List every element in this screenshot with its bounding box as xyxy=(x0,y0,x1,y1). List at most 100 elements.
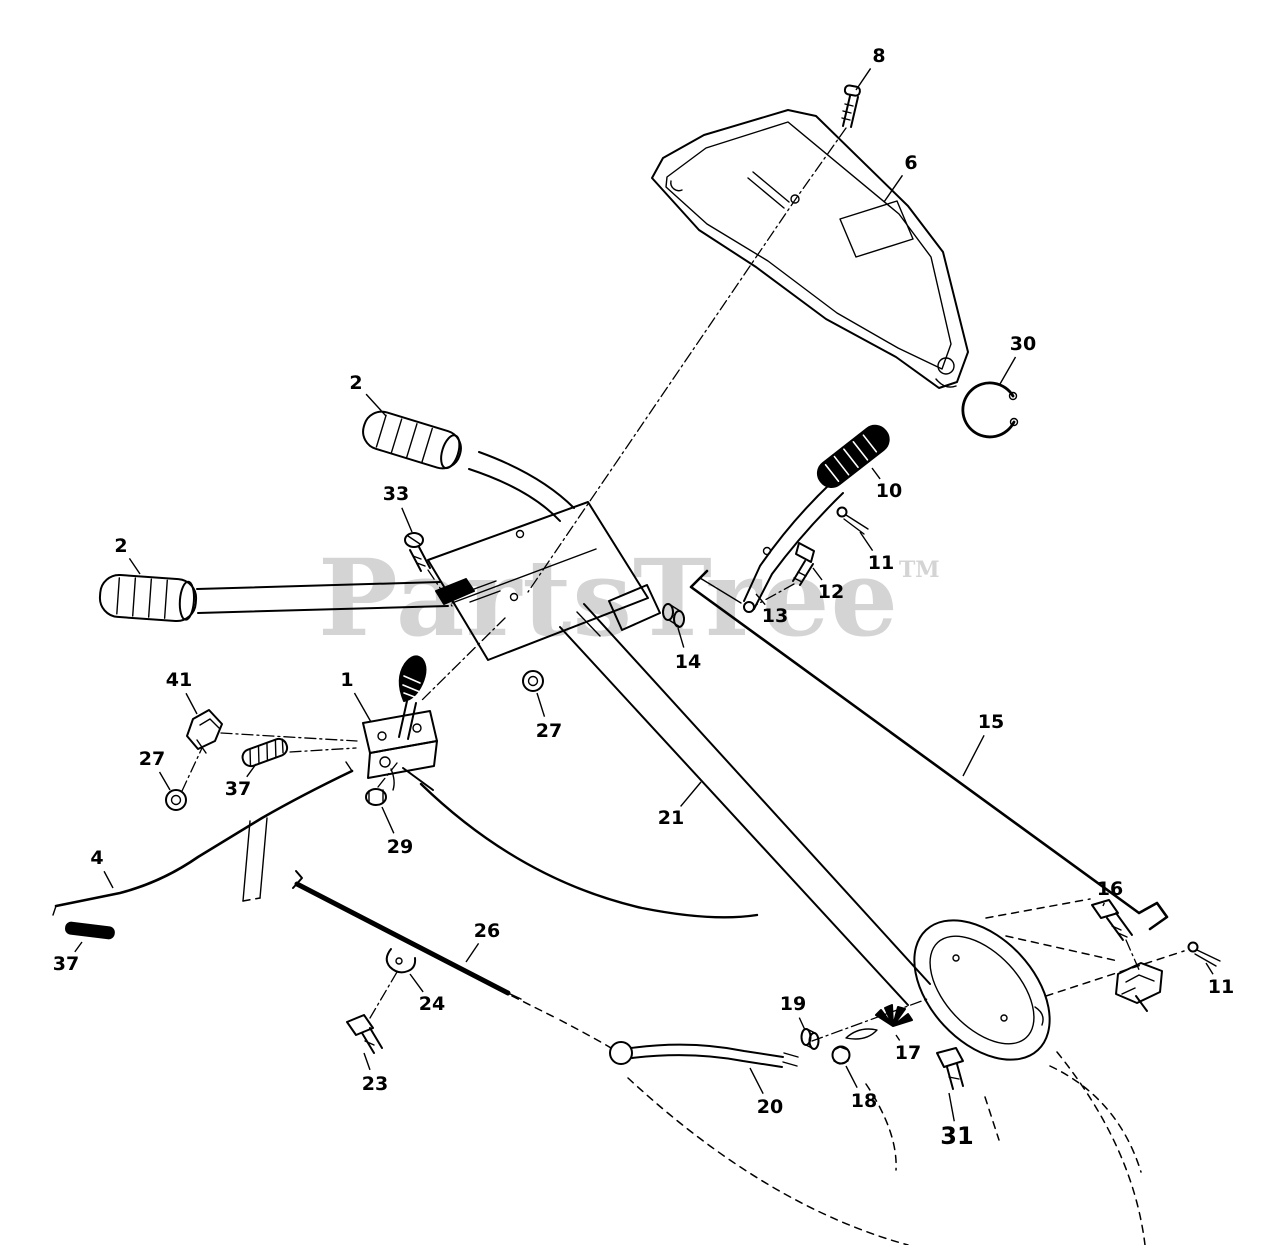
callout-leader-41-11 xyxy=(185,692,198,715)
clamp-bracket-right xyxy=(1115,962,1163,1012)
callout-16-20: 16 xyxy=(1097,878,1123,900)
callout-leader-15-13 xyxy=(962,734,985,777)
callout-leader-24-24 xyxy=(409,973,424,993)
callout-4-19: 4 xyxy=(90,847,103,869)
centerline-screw-33 xyxy=(427,569,453,607)
centerline-19-housing xyxy=(811,997,931,1042)
callout-leader-31-30 xyxy=(948,1092,955,1122)
handlebar-bracket xyxy=(427,501,661,661)
throttle-cable-26 xyxy=(292,870,522,1000)
callout-26-21: 26 xyxy=(474,920,500,942)
callout-15-13: 15 xyxy=(978,711,1004,733)
callout-8-0: 8 xyxy=(872,45,885,67)
callout-leader-14-10 xyxy=(677,627,685,648)
spacer-14 xyxy=(662,603,685,628)
callout-14-10: 14 xyxy=(675,651,701,673)
callout-29-18: 29 xyxy=(387,836,413,858)
callout-leader-11-7 xyxy=(859,531,874,551)
handle-grip-left-2 xyxy=(98,573,198,623)
callout-leader-20-28 xyxy=(749,1067,764,1094)
callout-13-9: 13 xyxy=(762,605,788,627)
lift-rod-15 xyxy=(689,569,1169,931)
control-cable-long xyxy=(419,782,759,919)
centerline-bolt-23 xyxy=(369,971,398,1019)
callout-31-30: 31 xyxy=(940,1122,973,1150)
spring-37 xyxy=(241,737,289,768)
centerline-37-bracket xyxy=(289,747,357,753)
callout-leader-8-0 xyxy=(855,68,872,91)
cable-clamp-24 xyxy=(385,948,417,974)
depth-rod-20 xyxy=(609,1041,799,1068)
callout-11-7: 11 xyxy=(868,552,894,574)
snap-ring-30 xyxy=(961,381,1019,439)
centerline-bracket-1 xyxy=(419,617,506,703)
callout-30-2: 30 xyxy=(1010,333,1036,355)
callout-leader-21-17 xyxy=(680,781,702,807)
callout-leader-19-25 xyxy=(798,1017,806,1031)
bolt-31 xyxy=(936,1047,964,1090)
callout-2-3: 2 xyxy=(349,372,362,394)
nut-29 xyxy=(365,788,387,806)
drive-housing xyxy=(913,919,1051,1061)
cotter-pin-11-upper xyxy=(836,506,869,535)
callout-2-6: 2 xyxy=(114,535,127,557)
callout-24-24: 24 xyxy=(419,993,445,1015)
callout-leader-30-2 xyxy=(999,356,1017,385)
callout-41-11: 41 xyxy=(166,669,192,691)
callout-leader-29-18 xyxy=(381,806,395,834)
screw-33 xyxy=(404,532,431,572)
bolt-12 xyxy=(792,542,815,586)
pin-37-lower xyxy=(65,921,115,940)
handlebar-left-tube xyxy=(196,581,449,614)
flange-nut-27-center xyxy=(522,670,544,692)
callout-21-17: 21 xyxy=(658,807,684,829)
callout-27-15: 27 xyxy=(139,748,165,770)
callout-12-8: 12 xyxy=(818,581,844,603)
bolt-8 xyxy=(841,84,861,128)
nut-18 xyxy=(831,1045,851,1065)
flange-nut-27-left xyxy=(165,789,187,811)
callout-1-12: 1 xyxy=(340,669,353,691)
callout-leader-26-21 xyxy=(465,943,480,963)
lock-washer-17 xyxy=(845,1004,913,1040)
hidden-outline-group xyxy=(511,898,1185,1245)
callout-33-4: 33 xyxy=(383,483,409,505)
callout-leader-27-14 xyxy=(536,692,546,717)
watermark-tm: TM xyxy=(898,557,940,583)
clip-41 xyxy=(186,709,223,754)
handle-rod-4 xyxy=(52,761,354,916)
washer-19 xyxy=(800,1028,820,1050)
callout-leader-2-3 xyxy=(365,393,387,417)
callout-27-14: 27 xyxy=(536,720,562,742)
callout-leader-18-29 xyxy=(845,1065,858,1088)
callout-18-29: 18 xyxy=(851,1090,877,1112)
callout-19-25: 19 xyxy=(780,993,806,1015)
callout-leader-17-26 xyxy=(895,1034,901,1041)
callout-leader-37-16 xyxy=(246,763,257,778)
callout-leader-4-19 xyxy=(103,870,114,889)
bolt-23 xyxy=(346,1014,383,1054)
callout-17-26: 17 xyxy=(895,1042,921,1064)
handlebar-upper-tube xyxy=(468,451,575,522)
callout-20-28: 20 xyxy=(757,1096,783,1118)
callout-leader-37-22 xyxy=(74,941,83,953)
callout-10-5: 10 xyxy=(876,480,902,502)
centerline-27-41 xyxy=(181,747,203,792)
callout-leader-13-9 xyxy=(755,593,766,606)
callout-leader-10-5 xyxy=(871,467,881,480)
handle-support-tube-21 xyxy=(559,603,931,1006)
callout-leader-6-1 xyxy=(883,174,904,203)
callout-leader-2-6 xyxy=(128,558,141,575)
callout-leader-12-8 xyxy=(812,567,823,581)
bolt-16 xyxy=(1091,899,1133,941)
callout-11-23: 11 xyxy=(1208,976,1234,998)
callout-leader-11-23 xyxy=(1205,962,1214,975)
centerline-41-bracket xyxy=(220,732,358,742)
handle-grip-upper-2 xyxy=(362,410,462,470)
shift-lever-13 xyxy=(699,482,844,613)
callout-6-1: 6 xyxy=(904,152,917,174)
callout-37-16: 37 xyxy=(225,778,251,800)
